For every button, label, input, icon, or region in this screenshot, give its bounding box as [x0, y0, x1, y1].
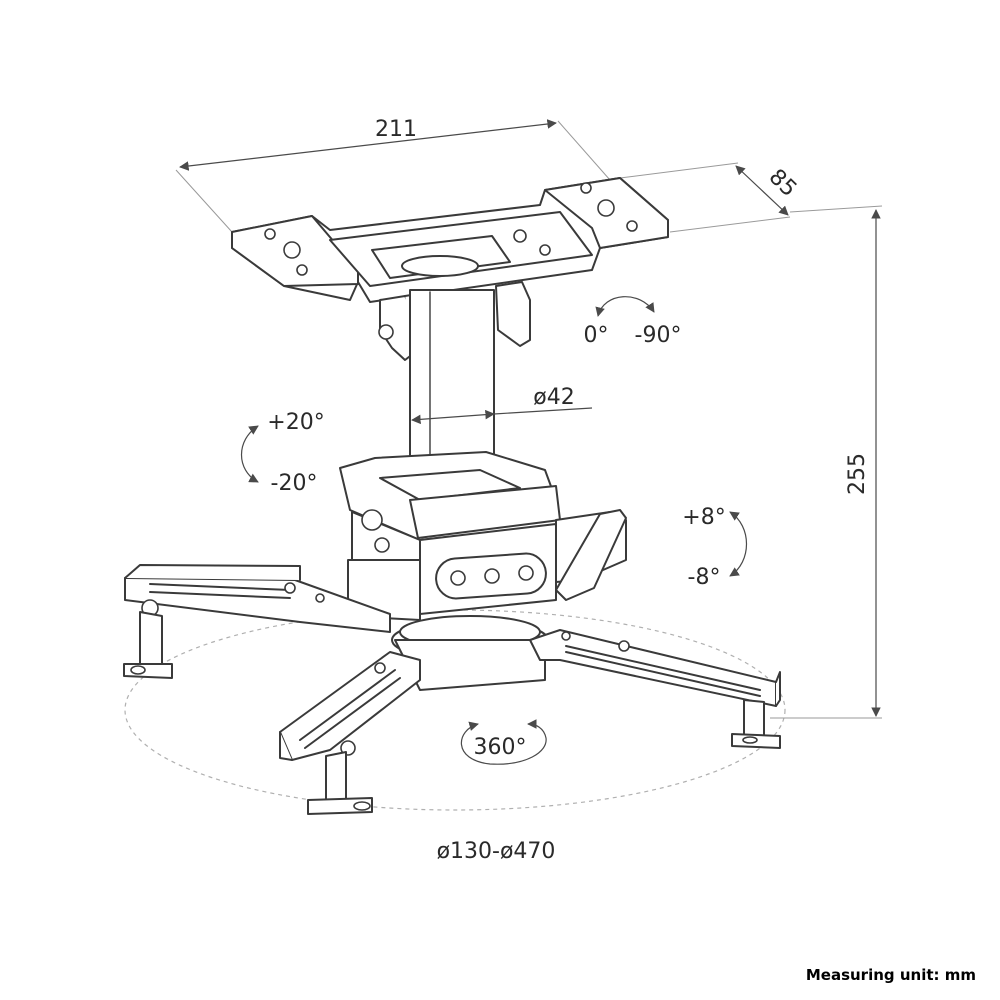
- plate-hole-5: [597, 199, 615, 217]
- arm-front-left: [279, 651, 421, 815]
- swivel-start-label: 0°: [584, 323, 609, 348]
- roll-up-label: +8°: [682, 505, 725, 530]
- mount-range-label: ø130-ø470: [437, 839, 556, 864]
- tilt-up-label: +20°: [267, 410, 324, 435]
- tilt-arrow: [240, 425, 259, 483]
- pole-diameter-dimension: [411, 407, 593, 425]
- unit-note: Measuring unit: mm: [806, 966, 976, 984]
- plate-hole-4: [580, 182, 592, 194]
- plate-hole-3: [296, 264, 308, 276]
- height-label: 255: [845, 453, 870, 495]
- width-label: 211: [375, 117, 417, 142]
- plate-hole-2: [283, 241, 301, 259]
- roll-arrow: [729, 511, 748, 577]
- ceiling-plate: [231, 177, 669, 303]
- plate-hole-6: [626, 220, 638, 232]
- full-turn-arrow: [460, 719, 547, 765]
- swivel-arrow: [595, 296, 655, 317]
- roll-down-label: -8°: [688, 565, 721, 590]
- pole-diameter-label: ø42: [533, 385, 574, 410]
- rotating-hub: [391, 615, 549, 691]
- arm-back-left: [123, 564, 391, 679]
- swivel-end-label: -90°: [635, 323, 682, 348]
- tilt-down-label: -20°: [271, 471, 318, 496]
- depth-label: 85: [764, 165, 802, 202]
- depth-dimension: [619, 162, 791, 233]
- arm-front-right: [529, 629, 781, 749]
- plate-hole-1: [264, 228, 276, 240]
- width-dimension: [175, 119, 611, 233]
- full-turn-label: 360°: [474, 735, 527, 760]
- height-dimension: [770, 205, 883, 719]
- mount-range-circle: [124, 609, 786, 811]
- arm-back-right: [555, 509, 627, 601]
